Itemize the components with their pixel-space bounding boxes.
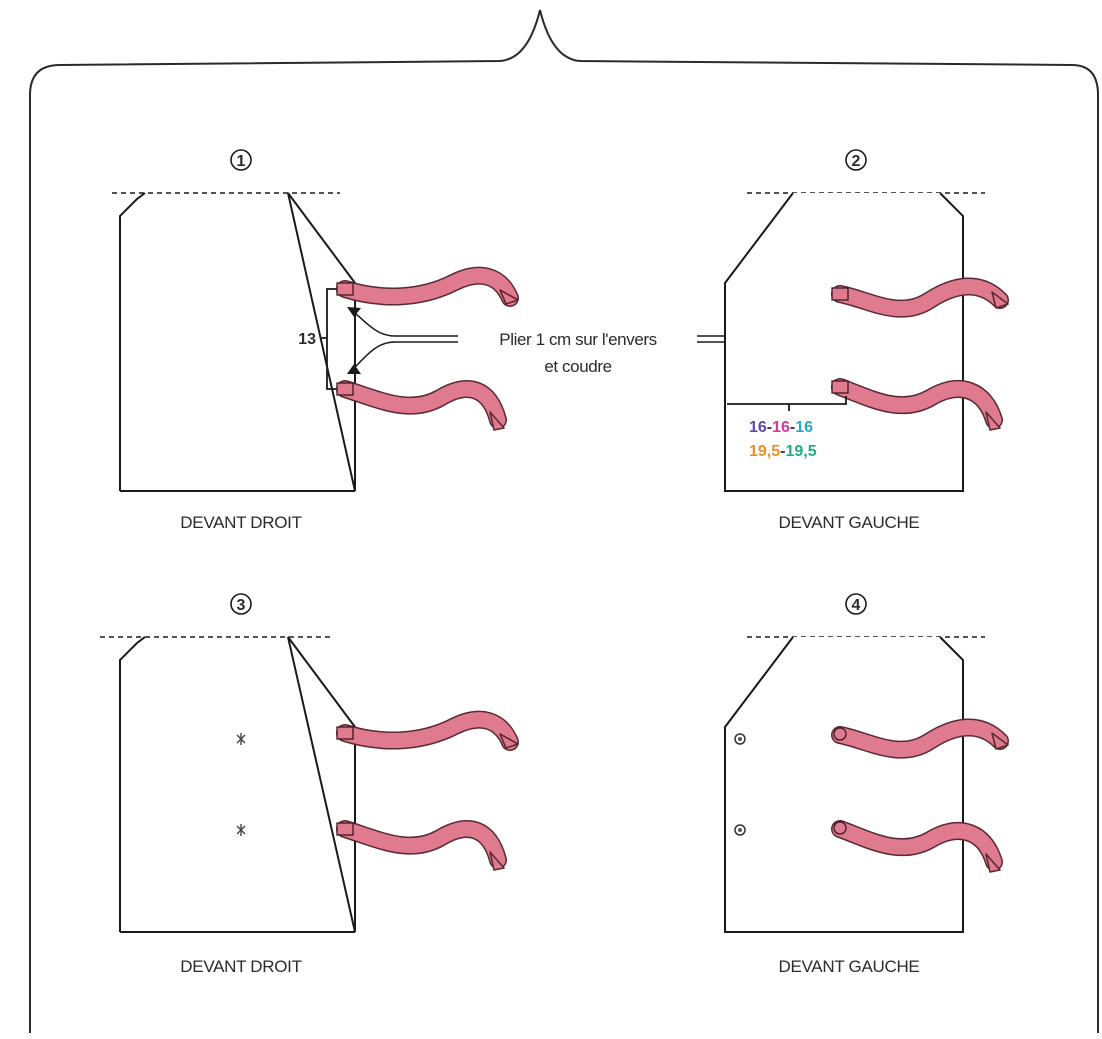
step-1-right-front-piece bbox=[119, 192, 356, 492]
step-1-badge: 1 bbox=[230, 149, 252, 171]
step-3-mark-bottom bbox=[236, 824, 246, 836]
step-2-ribbon-top bbox=[831, 277, 1009, 318]
step-3-ribbon-bottom bbox=[336, 820, 507, 871]
step-4-button-top bbox=[734, 733, 746, 745]
step-4-group: 4 DEVANT GAUCHE bbox=[724, 593, 1009, 976]
step-4-badge: 4 bbox=[845, 593, 867, 615]
step-4-number: 4 bbox=[852, 597, 861, 614]
step-1-dimension-bracket bbox=[320, 288, 336, 390]
step-2-dimension-bracket bbox=[727, 396, 847, 411]
step-2-group: 2 16-16-16 19,5-19,5 DEVANT GAUCH bbox=[724, 149, 1009, 532]
instruction-line-2: et coudre bbox=[544, 357, 611, 376]
step-4-button-bottom bbox=[734, 824, 746, 836]
step-3-mark-top bbox=[236, 733, 246, 745]
step-3-right-front-piece bbox=[119, 636, 356, 933]
instruction-line-1: Plier 1 cm sur l'envers bbox=[499, 330, 656, 349]
step-4-left-front-piece bbox=[724, 636, 964, 933]
step-1-caption: DEVANT DROIT bbox=[180, 513, 301, 532]
step-1-measure-13: 13 bbox=[298, 331, 316, 348]
step-1-group: 1 13 DEVANT DROIT bbox=[112, 149, 519, 532]
step-1-number: 1 bbox=[237, 153, 246, 170]
step-3-button-marks bbox=[236, 733, 246, 836]
measure-16-b: 16 bbox=[772, 419, 790, 436]
step-4-ribbon-top bbox=[831, 718, 1009, 759]
outer-frame bbox=[29, 9, 1099, 1033]
step-3-group: 3 DEV bbox=[100, 593, 519, 976]
step-4-caption: DEVANT GAUCHE bbox=[779, 957, 920, 976]
measure-19-5-a: 19,5 bbox=[749, 443, 780, 460]
step-2-left-front-piece bbox=[724, 192, 964, 492]
step-1-ribbon-top bbox=[336, 266, 519, 307]
step-2-badge: 2 bbox=[845, 149, 867, 171]
step-3-caption: DEVANT DROIT bbox=[180, 957, 301, 976]
step-1-ribbon-bottom bbox=[336, 380, 507, 431]
step-2-caption: DEVANT GAUCHE bbox=[779, 513, 920, 532]
step-2-ribbon-bottom bbox=[831, 378, 1003, 431]
measure-19-5-b: 19,5 bbox=[785, 443, 816, 460]
step-3-number: 3 bbox=[237, 597, 246, 614]
step-3-badge: 3 bbox=[230, 593, 252, 615]
step-4-ribbon-bottom bbox=[831, 820, 1003, 873]
measure-16-a: 16 bbox=[749, 419, 767, 436]
step-3-ribbon-top bbox=[336, 710, 519, 751]
step-2-number: 2 bbox=[852, 153, 861, 170]
step-4-buttons bbox=[734, 733, 746, 836]
step-2-measure-line-2: 19,5-19,5 bbox=[749, 443, 817, 460]
step-2-measure-line-1: 16-16-16 bbox=[749, 419, 813, 436]
svg-text:16-16-16: 16-16-16 bbox=[749, 419, 813, 436]
measure-16-c: 16 bbox=[795, 419, 813, 436]
svg-text:19,5-19,5: 19,5-19,5 bbox=[749, 443, 817, 460]
